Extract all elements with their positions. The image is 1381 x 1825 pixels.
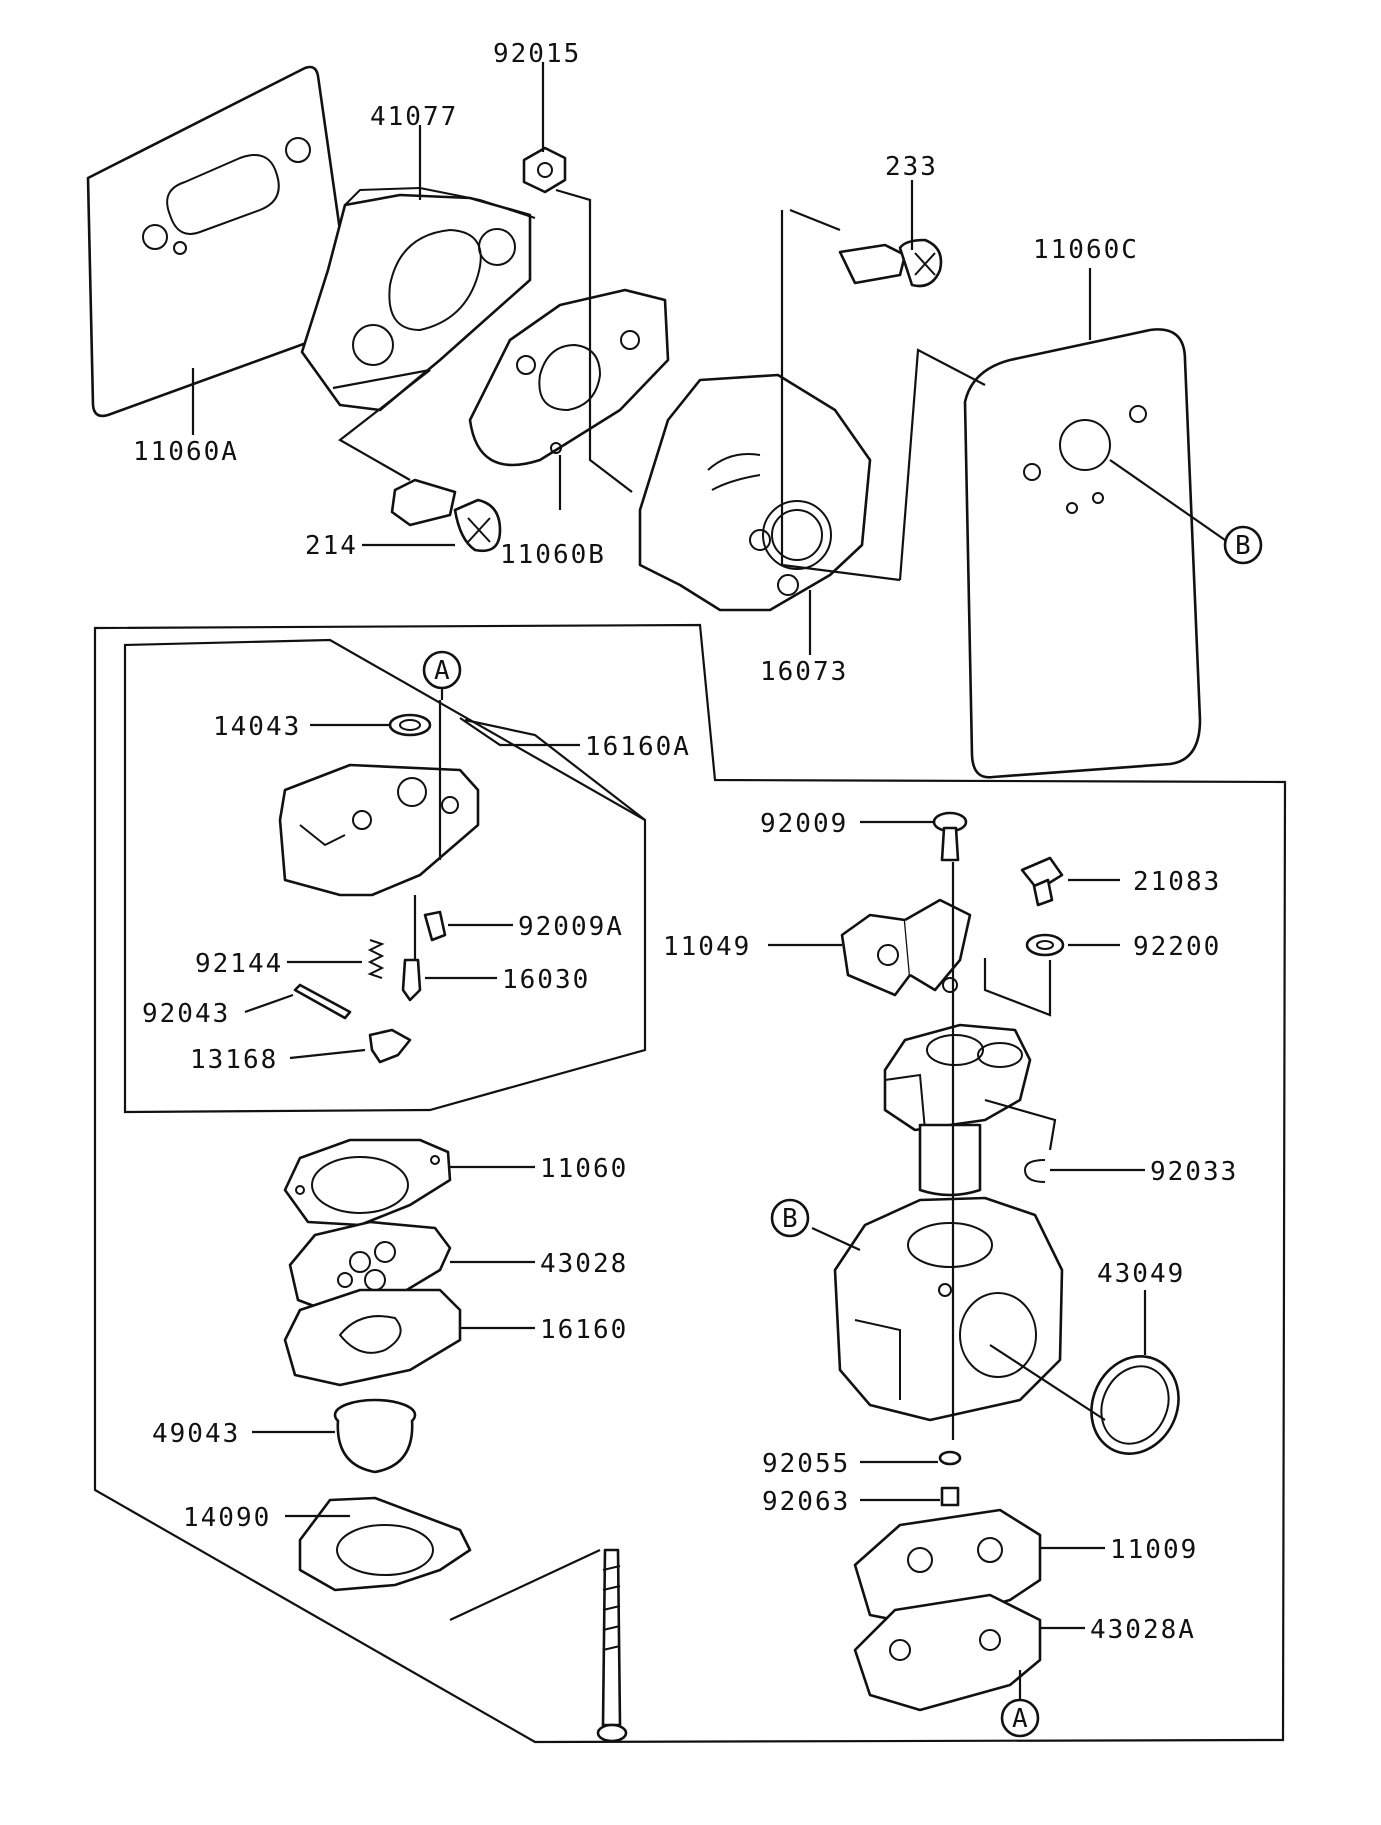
label-214: 214 — [305, 531, 358, 561]
label-92015: 92015 — [493, 39, 581, 69]
label-11049: 11049 — [663, 932, 751, 962]
label-92063: 92063 — [762, 1487, 850, 1517]
label-16160: 16160 — [540, 1315, 628, 1345]
throttle-shaft-assembly — [883, 1023, 1032, 1197]
gasket-11060 — [283, 1138, 452, 1227]
label-11060C: 11060C — [1033, 235, 1139, 265]
label-92043: 92043 — [142, 999, 230, 1029]
ref-marker-b-gasket: B — [1223, 525, 1263, 565]
carburetor-body — [833, 1196, 1064, 1422]
ref-marker-a-top: A — [422, 650, 462, 690]
label-16073: 16073 — [760, 657, 848, 687]
label-16030: 16030 — [502, 965, 590, 995]
spring-92144 — [367, 939, 385, 979]
screw-214 — [390, 478, 502, 553]
insulator-41077 — [300, 186, 536, 412]
label-92009A: 92009A — [518, 912, 624, 942]
svg-text:A: A — [434, 656, 450, 686]
label-13168: 13168 — [190, 1045, 278, 1075]
ref-marker-a-bottom: A — [1000, 1698, 1040, 1738]
label-92009: 92009 — [760, 809, 848, 839]
label-43028A: 43028A — [1090, 1615, 1196, 1645]
pump-body-16160A — [278, 763, 480, 897]
washer-92200 — [1025, 933, 1065, 957]
label-92055: 92055 — [762, 1449, 850, 1479]
diaphragm-43028A — [853, 1593, 1042, 1712]
cap-14043 — [388, 713, 432, 737]
throttle-lever-11049 — [840, 898, 972, 997]
label-16160A: 16160A — [585, 732, 691, 762]
needle-16030 — [401, 958, 422, 1002]
label-11009: 11009 — [1110, 1535, 1198, 1565]
label-92144: 92144 — [195, 949, 283, 979]
label-92033: 92033 — [1150, 1157, 1238, 1187]
label-92200: 92200 — [1133, 932, 1221, 962]
pump-body-16160 — [283, 1288, 462, 1387]
bolt-233 — [838, 238, 943, 288]
screw-92063 — [940, 1486, 960, 1507]
label-43028: 43028 — [540, 1249, 628, 1279]
label-21083: 21083 — [1133, 867, 1221, 897]
long-screw — [596, 1548, 628, 1743]
o-ring-43049 — [1090, 1355, 1180, 1455]
label-11060: 11060 — [540, 1154, 628, 1184]
e-clip-92033 — [1023, 1159, 1046, 1183]
label-43049: 43049 — [1097, 1259, 1185, 1289]
svg-text:B: B — [1235, 531, 1251, 561]
retainer-14090 — [298, 1496, 472, 1592]
label-11060B: 11060B — [500, 540, 606, 570]
ref-marker-b-body: B — [770, 1198, 810, 1238]
adaptor-16073 — [638, 373, 872, 612]
lever-13168 — [368, 1028, 412, 1064]
label-14090: 14090 — [183, 1503, 271, 1533]
svg-text:B: B — [782, 1204, 798, 1234]
screw-21083 — [1020, 856, 1064, 907]
pin-92043 — [293, 983, 352, 1020]
label-49043: 49043 — [152, 1419, 240, 1449]
label-41077: 41077 — [370, 102, 458, 132]
label-233: 233 — [885, 152, 938, 182]
gasket-92055 — [938, 1450, 962, 1466]
label-14043: 14043 — [213, 712, 301, 742]
screw-92009 — [932, 811, 968, 862]
gasket-11060B — [468, 288, 670, 467]
gasket-11060C — [963, 328, 1202, 779]
svg-text:A: A — [1012, 1704, 1028, 1734]
screw-92009A — [423, 910, 447, 942]
nut-92015 — [522, 146, 567, 194]
label-11060A: 11060A — [133, 437, 239, 467]
primer-bulb-49043 — [333, 1398, 417, 1474]
